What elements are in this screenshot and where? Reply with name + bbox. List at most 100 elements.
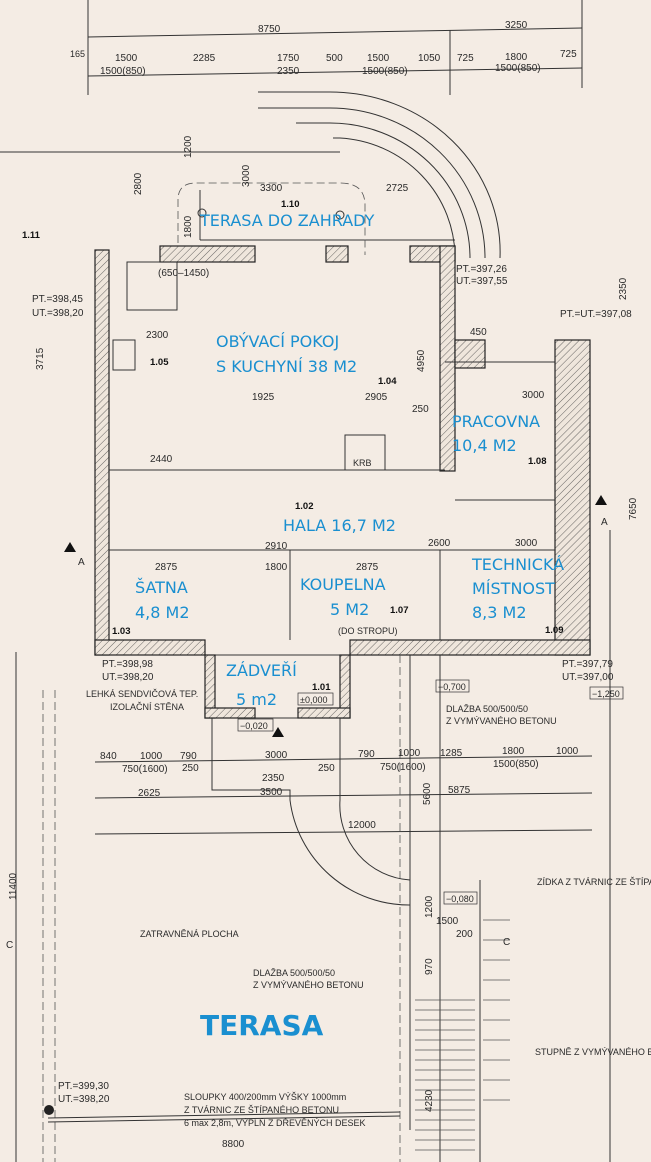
note: SLOUPKY 400/200mm VÝŠKY 1000mm <box>184 1092 346 1102</box>
dim: 790 <box>180 751 197 762</box>
dim: 5875 <box>448 785 471 796</box>
dim: 3300 <box>260 183 283 194</box>
dimension-texts: 8750 3250 165 1500 2285 1750 500 1500 10… <box>8 20 639 1150</box>
dim: 3000 <box>522 390 545 401</box>
room-number: 1.10 <box>281 199 300 210</box>
level-pt: PT.=398,45 <box>32 294 83 305</box>
dim: 8750 <box>258 24 281 35</box>
level-pt: PT.=398,98 <box>102 659 153 670</box>
level-ut: UT.=398,20 <box>32 308 84 319</box>
dim: 1500 <box>367 53 390 64</box>
level-ut: UT.=398,20 <box>58 1094 110 1105</box>
dim: 1500 <box>115 53 138 64</box>
room-label-mistnost: MÍSTNOST <box>472 579 555 598</box>
room-number: 1.05 <box>150 357 169 368</box>
note: Z VYMÝVANÉHO BETONU <box>253 980 364 990</box>
level-mark: −1,250 <box>592 689 620 699</box>
plan-notes: LEHKÁ SENDVIČOVÁ TEP. IZOLAČNÍ STĚNA DLA… <box>6 458 651 1128</box>
dim: 2905 <box>365 392 388 403</box>
dim: 1800 <box>183 215 194 238</box>
stairs <box>415 919 510 1151</box>
room-label-technicka-area: 8,3 M2 <box>472 603 527 622</box>
dim: (650–1450) <box>158 268 209 279</box>
dim: 250 <box>412 404 429 415</box>
room-number: 1.01 <box>312 682 331 693</box>
note: Z TVÁRNIC ZE ŠTÍPANÉHO BETONU <box>184 1105 339 1115</box>
room-label-pracovna-area: 10,4 M2 <box>452 436 517 455</box>
dim: 2350 <box>262 773 285 784</box>
dim: 1500(850) <box>100 66 146 77</box>
level-pt: PT.=397,26 <box>456 264 507 275</box>
dim: 8800 <box>222 1139 245 1150</box>
dimension-lines <box>0 0 611 1162</box>
room-label-terasa-do-zahrady: TERASA DO ZAHRADY <box>199 211 375 230</box>
dim: 450 <box>470 327 487 338</box>
dim: 3000 <box>241 164 252 187</box>
dim: 750(1600) <box>122 764 168 775</box>
level-ut: UT.=398,20 <box>102 672 154 683</box>
room-number: 1.11 <box>22 230 41 241</box>
dim: 970 <box>424 958 435 975</box>
room-number: 1.02 <box>295 501 314 512</box>
dim: 1800 <box>505 52 528 63</box>
dim: 11400 <box>8 872 19 900</box>
room-label-zadveri-area: 5 m2 <box>236 690 277 709</box>
lower-terrace <box>42 655 481 1162</box>
dim: 5600 <box>422 782 433 805</box>
dim: 1500(850) <box>493 759 539 770</box>
dim: 2910 <box>265 541 288 552</box>
dim: 1800 <box>265 562 288 573</box>
dim: 1200 <box>424 895 435 918</box>
dim: 1000 <box>140 751 163 762</box>
level-mark: −0,080 <box>446 894 474 904</box>
dim: 1000 <box>398 748 421 759</box>
room-labels: TERASA DO ZAHRADY OBÝVACÍ POKOJ S KUCHYN… <box>135 211 564 1042</box>
dim: 1925 <box>252 392 275 403</box>
dim: 750(1600) <box>380 762 426 773</box>
note: 6 max 2,8m, VÝPLŇ Z DŘEVĚNÝCH DESEK <box>184 1118 366 1128</box>
note: KRB <box>353 458 372 468</box>
dim: 1050 <box>418 53 441 64</box>
dim: 1500(850) <box>495 63 541 74</box>
dim: 1285 <box>440 748 463 759</box>
note: LEHKÁ SENDVIČOVÁ TEP. <box>86 689 198 699</box>
level-pt: PT.=399,30 <box>58 1081 109 1092</box>
dim: 1750 <box>277 53 300 64</box>
note: DLAŽBA 500/500/50 <box>253 968 335 978</box>
room-label-obyvaci-pokoj-area: S KUCHYNÍ 38 M2 <box>216 357 357 376</box>
section-mark: C <box>503 937 510 948</box>
dim: 2875 <box>356 562 379 573</box>
dim: 7650 <box>628 497 639 520</box>
room-number: 1.03 <box>112 626 131 637</box>
dim: 2350 <box>277 66 300 77</box>
dim: 2300 <box>146 330 169 341</box>
dim: 3715 <box>35 347 46 370</box>
level-mark: −0,700 <box>438 682 466 692</box>
dim: 2800 <box>133 172 144 195</box>
level-ptut: PT.=UT.=397,08 <box>560 309 632 320</box>
dim: 2625 <box>138 788 161 799</box>
level-pt: PT.=397,79 <box>562 659 613 670</box>
room-label-technicka: TECHNICKÁ <box>471 555 564 574</box>
dim: 3000 <box>515 538 538 549</box>
note: ZATRAVNĚNÁ PLOCHA <box>140 929 239 939</box>
room-label-terasa: TERASA <box>200 1009 324 1042</box>
dim: 4950 <box>416 349 427 372</box>
dim: 250 <box>182 763 199 774</box>
dim: 1500 <box>436 916 459 927</box>
room-number: 1.09 <box>545 625 564 636</box>
note: Z VYMÝVANÉHO BETONU <box>446 716 557 726</box>
room-label-hala: HALA 16,7 M2 <box>283 516 396 535</box>
dim: 3000 <box>265 750 288 761</box>
dim: 790 <box>358 749 375 760</box>
note: DLAŽBA 500/500/50 <box>446 704 528 714</box>
room-number: 1.07 <box>390 605 409 616</box>
level-mark: −0,020 <box>240 721 268 731</box>
dim: 200 <box>456 929 473 940</box>
note: ZÍDKA Z TVÁRNIC ZE ŠTÍPANÉ <box>537 877 651 887</box>
garden-terrace-steps <box>177 91 501 259</box>
note: (DO STROPU) <box>338 626 398 636</box>
level-mark: ±0,000 <box>300 695 327 705</box>
room-label-obyvaci-pokoj: OBÝVACÍ POKOJ <box>216 332 339 351</box>
